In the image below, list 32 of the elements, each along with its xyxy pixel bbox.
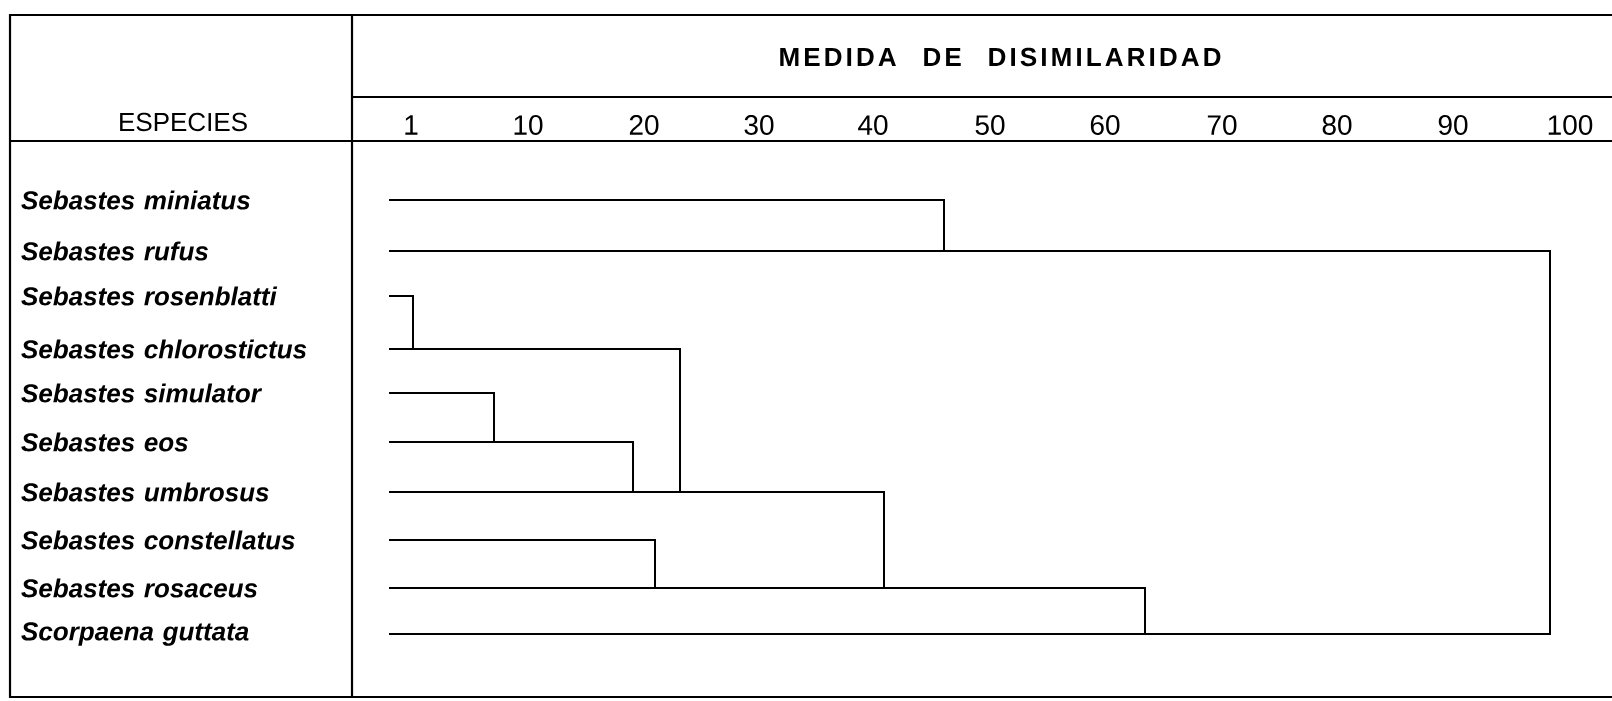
species-label: Scorpaena guttata [21,622,249,646]
tick-label: 80 [1322,115,1352,135]
dendrogram-link [390,587,1146,635]
tick-label: 100 [1548,115,1593,135]
column-header: ESPECIES [120,112,247,132]
axis-title: MEDIDA DE DISIMILARIDAD [780,47,1221,67]
dendrogram-link [390,250,1551,635]
tick-label: 40 [858,115,888,135]
species-label: Sebastes constellatus [21,530,295,550]
dendrogram-link [390,199,945,252]
dendrogram-link [390,295,414,350]
species-label: Sebastes umbrosus [21,482,269,502]
dendrogram-link [390,441,634,493]
dendrogram-link [390,348,681,493]
tick-label: 60 [1090,115,1120,135]
species-label: Sebastes miniatus [21,190,250,210]
dendrogram-link [390,392,495,443]
tick-label: 90 [1438,115,1468,135]
species-label: Sebastes chlorostictus [21,339,307,359]
tick-label: 20 [629,115,659,135]
species-label: Sebastes rufus [21,241,208,261]
tick-label: 30 [744,115,774,135]
tick-label: 1 [405,115,418,135]
species-label: Sebastes simulator [21,383,263,403]
tick-label: 50 [975,115,1005,135]
tick-label: 70 [1207,115,1237,135]
species-label: Sebastes eos [21,432,188,452]
tick-label: 10 [514,115,543,135]
dendrogram-link [390,539,656,589]
species-label: Sebastes rosaceus [21,578,258,598]
dendrogram-link [390,491,885,589]
species-label: Sebastes rosenblatti [21,286,278,306]
